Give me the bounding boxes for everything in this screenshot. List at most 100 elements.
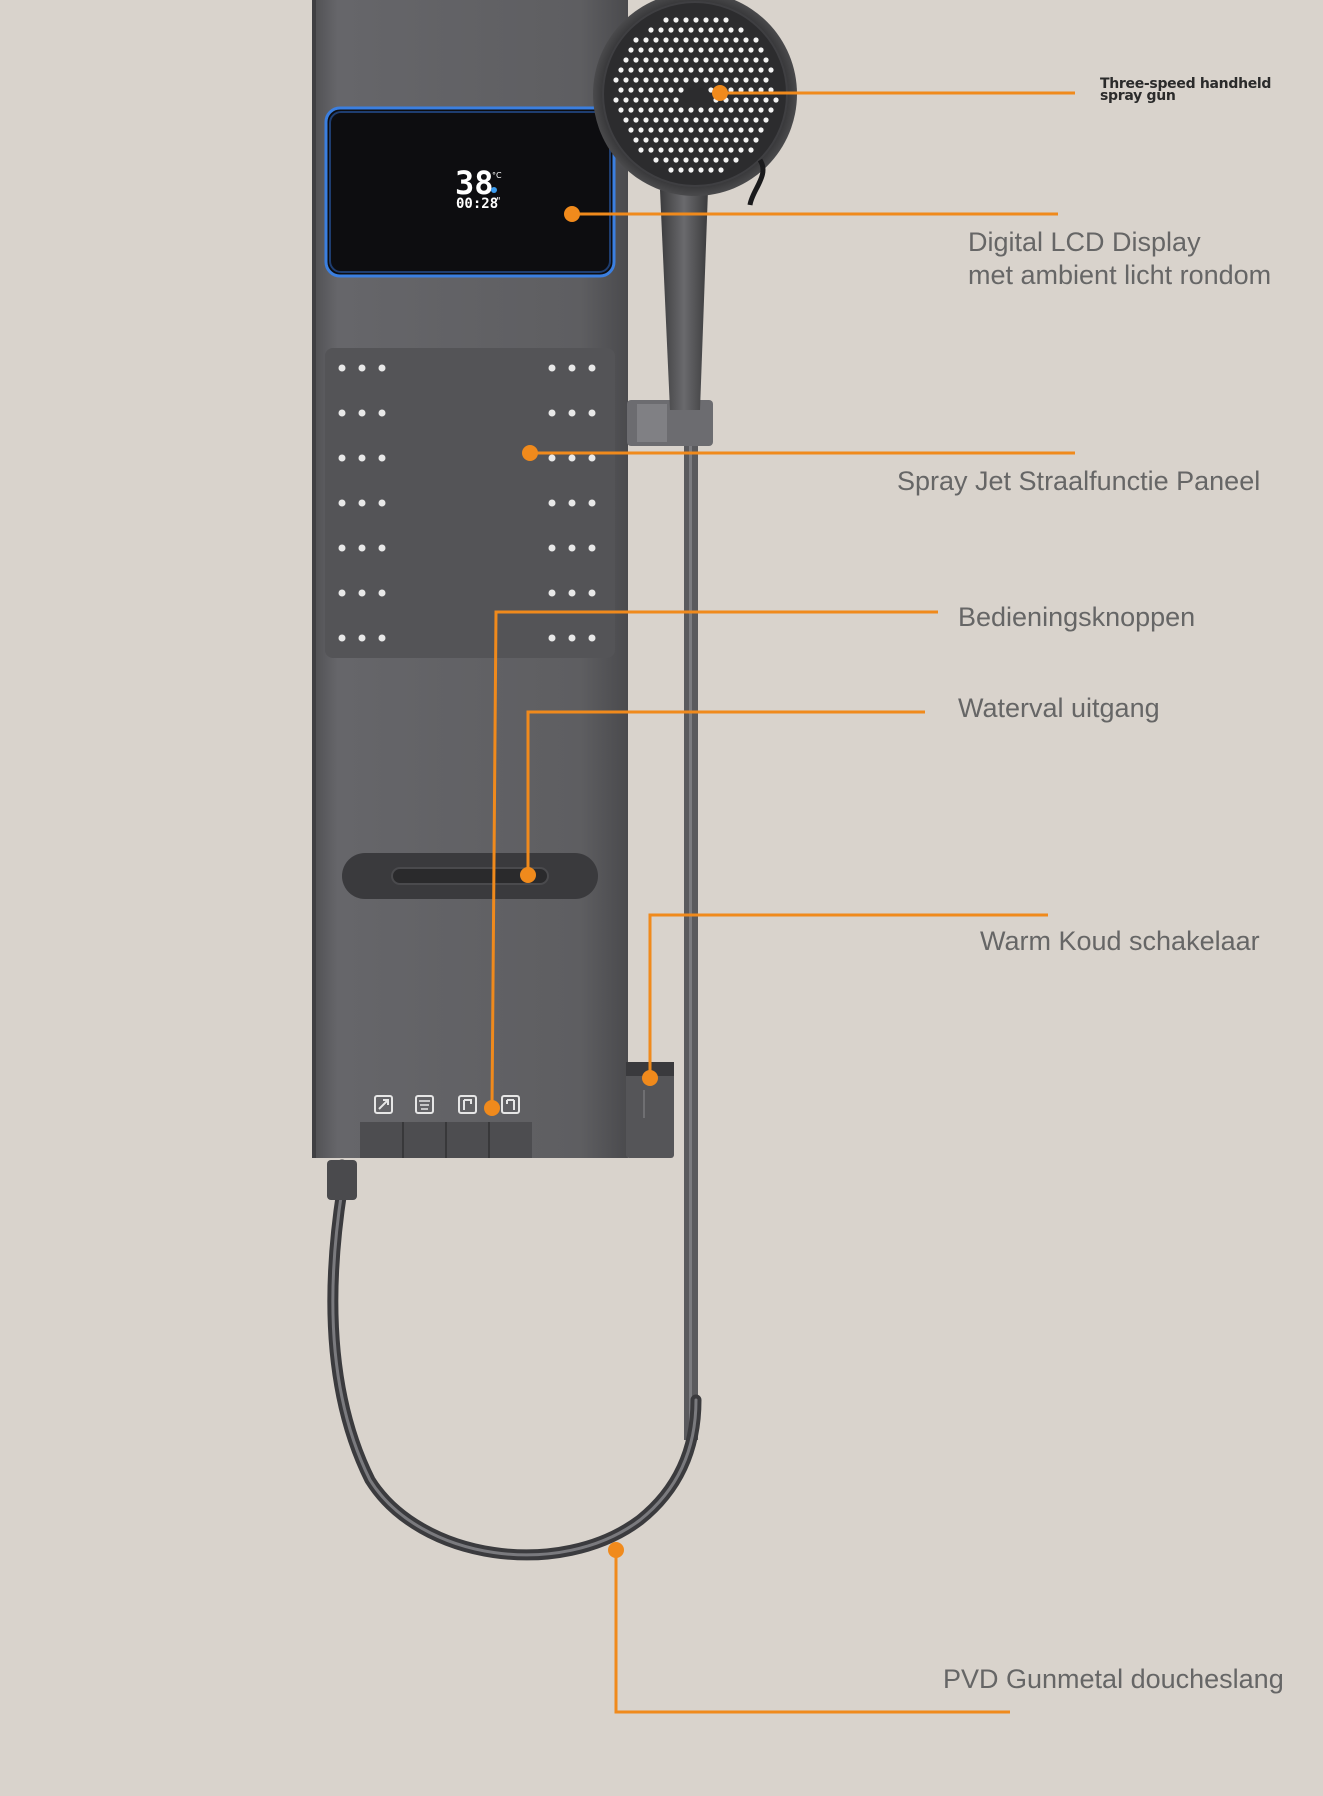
spray-nozzle bbox=[683, 37, 689, 43]
label-buttons: Bedieningsknoppen bbox=[958, 602, 1196, 632]
spray-nozzle bbox=[688, 107, 694, 113]
spray-nozzle bbox=[643, 137, 649, 143]
spray-nozzle bbox=[698, 27, 704, 33]
spray-nozzle bbox=[748, 47, 754, 53]
rain-mode-icon bbox=[415, 1095, 434, 1114]
spray-nozzle bbox=[748, 67, 754, 73]
spray-nozzle bbox=[653, 137, 659, 143]
jet-nozzle bbox=[588, 499, 596, 507]
jet-nozzle bbox=[338, 409, 346, 417]
callout-dot-spray-panel bbox=[522, 445, 538, 461]
jet-nozzle bbox=[548, 409, 556, 417]
spray-nozzle bbox=[663, 17, 669, 23]
jet-nozzle bbox=[548, 364, 556, 372]
spray-nozzle bbox=[648, 47, 654, 53]
spray-nozzle bbox=[628, 107, 634, 113]
spray-nozzle bbox=[648, 87, 654, 93]
jet-nozzle bbox=[338, 634, 346, 642]
spray-nozzle bbox=[703, 37, 709, 43]
jet-nozzle bbox=[338, 589, 346, 597]
spray-nozzle bbox=[718, 147, 724, 153]
spray-nozzle bbox=[643, 77, 649, 83]
jet-nozzle bbox=[548, 544, 556, 552]
callout-line-hose bbox=[614, 1550, 1010, 1714]
spray-nozzle bbox=[748, 147, 754, 153]
spray-nozzle bbox=[618, 87, 624, 93]
spray-nozzle bbox=[738, 107, 744, 113]
spray-nozzle bbox=[648, 147, 654, 153]
jet-nozzle bbox=[338, 454, 346, 462]
spray-nozzle bbox=[638, 127, 644, 133]
spray-nozzle bbox=[713, 137, 719, 143]
spray-nozzle bbox=[668, 67, 674, 73]
spray-nozzle bbox=[678, 147, 684, 153]
spray-nozzle bbox=[733, 97, 739, 103]
spray-nozzle bbox=[668, 47, 674, 53]
spray-nozzle bbox=[728, 127, 734, 133]
label-handheld: Three-speed handheld spray gun bbox=[1100, 77, 1271, 103]
callout-dot-hose bbox=[608, 1542, 624, 1558]
spray-nozzle bbox=[693, 77, 699, 83]
label-switch: Warm Koud schakelaar bbox=[980, 926, 1260, 956]
jet-nozzles bbox=[338, 364, 596, 642]
spray-nozzle bbox=[733, 77, 739, 83]
spray-nozzle bbox=[753, 77, 759, 83]
spray-nozzle bbox=[658, 147, 664, 153]
spray-nozzle bbox=[723, 117, 729, 123]
jet-nozzle bbox=[338, 364, 346, 372]
jet-nozzle bbox=[378, 364, 386, 372]
spray-nozzle bbox=[678, 27, 684, 33]
spray-nozzle bbox=[738, 67, 744, 73]
spray-nozzle bbox=[713, 57, 719, 63]
spray-nozzle bbox=[653, 97, 659, 103]
spray-nozzle bbox=[698, 107, 704, 113]
jet-nozzle bbox=[338, 544, 346, 552]
handheld-mode-icon bbox=[374, 1095, 393, 1114]
spray-nozzle bbox=[628, 87, 634, 93]
spray-nozzle bbox=[663, 137, 669, 143]
spray-nozzle bbox=[718, 27, 724, 33]
water-drop-icon bbox=[491, 187, 497, 193]
spray-nozzle bbox=[688, 67, 694, 73]
spray-nozzle bbox=[693, 137, 699, 143]
spray-nozzle bbox=[763, 117, 769, 123]
callout-dot-waterfall bbox=[520, 867, 536, 883]
spray-nozzle bbox=[703, 117, 709, 123]
callout-dot-handheld bbox=[712, 85, 728, 101]
spray-nozzle bbox=[738, 147, 744, 153]
spray-nozzle bbox=[728, 147, 734, 153]
spray-nozzle bbox=[728, 47, 734, 53]
spray-nozzle bbox=[658, 67, 664, 73]
handheld-shower bbox=[593, 0, 797, 410]
spray-nozzle bbox=[733, 37, 739, 43]
body-jet-mode-icon bbox=[501, 1095, 520, 1114]
spray-nozzle bbox=[748, 107, 754, 113]
spray-nozzle bbox=[773, 97, 779, 103]
spray-nozzle bbox=[738, 27, 744, 33]
spray-nozzle bbox=[673, 117, 679, 123]
lcd-readout: 38 °C 00:28 " bbox=[455, 164, 502, 212]
spray-nozzle bbox=[668, 167, 674, 173]
spray-nozzle bbox=[713, 77, 719, 83]
jet-nozzle bbox=[588, 454, 596, 462]
jet-nozzle bbox=[378, 544, 386, 552]
spray-nozzle bbox=[753, 37, 759, 43]
spray-nozzle bbox=[708, 47, 714, 53]
spray-nozzle bbox=[688, 147, 694, 153]
spray-nozzle bbox=[718, 127, 724, 133]
spray-nozzle bbox=[733, 117, 739, 123]
spray-nozzle bbox=[678, 47, 684, 53]
spray-nozzle bbox=[753, 137, 759, 143]
spray-nozzle bbox=[643, 97, 649, 103]
spray-nozzle bbox=[698, 127, 704, 133]
jet-nozzle bbox=[548, 454, 556, 462]
jet-nozzle bbox=[588, 544, 596, 552]
spray-nozzle bbox=[718, 167, 724, 173]
control-buttons[interactable] bbox=[360, 1095, 532, 1158]
spray-nozzle bbox=[708, 127, 714, 133]
jet-nozzle bbox=[568, 589, 576, 597]
spray-nozzle bbox=[638, 67, 644, 73]
spray-nozzle bbox=[743, 37, 749, 43]
spray-nozzle bbox=[758, 107, 764, 113]
